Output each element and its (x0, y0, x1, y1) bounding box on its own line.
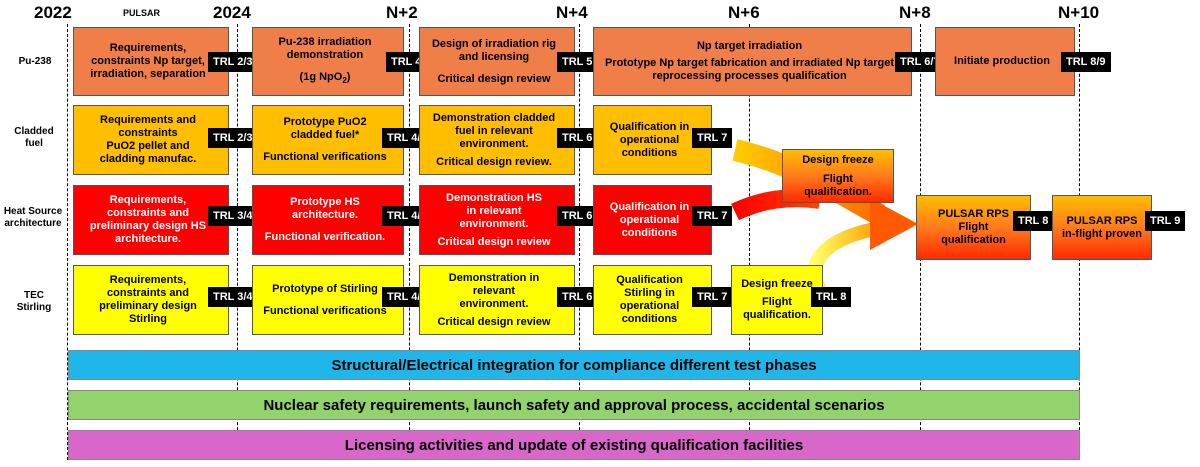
trl-badge-rps-1: TRL 8 (1013, 211, 1054, 231)
milestone-line-n2 (409, 24, 410, 460)
arrowhead-rps (870, 198, 918, 250)
trl-badge-pu238-1: TRL 2/3 (208, 52, 258, 72)
milestone-n10: N+10 (1058, 3, 1100, 22)
trl-badge-pu238-4: TRL 6/7 (895, 52, 945, 72)
milestone-n8: N+8 (899, 3, 931, 22)
milestone-n2: N+2 (386, 3, 418, 22)
pu238-requirements-box: Requirements,constraints Np target,irrad… (73, 27, 229, 96)
trl-badge-heatsource-1: TRL 3/4 (208, 206, 258, 226)
trl-badge-cladded-3: TRL 6 (557, 128, 598, 148)
band-structural-integration: Structural/Electrical integration for co… (68, 350, 1080, 380)
trl-badge-tec-4: TRL 7 (692, 287, 733, 307)
trl-badge-pu238-5: TRL 8/9 (1061, 52, 1111, 72)
milestone-2024: 2024 (213, 3, 251, 22)
milestone-n4: N+4 (556, 3, 588, 22)
band-licensing: Licensing activities and update of exist… (68, 430, 1080, 460)
trl-badge-pu238-2: TRL 4 (386, 52, 427, 72)
milestone-line-2022 (67, 24, 68, 460)
row-label-pu238: Pu-238 (18, 56, 52, 67)
milestone-line-n4 (579, 24, 580, 460)
trl-badge-heatsource-3: TRL 6 (557, 206, 598, 226)
program-title: PULSAR (123, 8, 161, 18)
trl-badge-rps-2: TRL 9 (1145, 211, 1186, 231)
trl-badge-tec-1: TRL 3/4 (208, 287, 258, 307)
milestone-line-2024 (237, 24, 238, 460)
milestone-line-n6 (749, 24, 750, 460)
trl-badge-heatsource-4: TRL 7 (692, 206, 733, 226)
trl-badge-tec-5: TRL 8 (811, 287, 852, 307)
trl-badge-tec-3: TRL 6 (557, 287, 598, 307)
milestone-n6: N+6 (728, 3, 760, 22)
pu238-production-box: Initiate production (935, 27, 1075, 96)
tec-prototype-box: Prototype of Stirling Functional verific… (252, 265, 404, 335)
trl-badge-pu238-3: TRL 5 (557, 52, 598, 72)
band-nuclear-safety: Nuclear safety requirements, launch safe… (68, 390, 1080, 420)
trl-badge-cladded-1: TRL 2/3 (208, 128, 258, 148)
milestone-2022: 2022 (34, 3, 72, 22)
trl-badge-cladded-4: TRL 7 (692, 128, 733, 148)
